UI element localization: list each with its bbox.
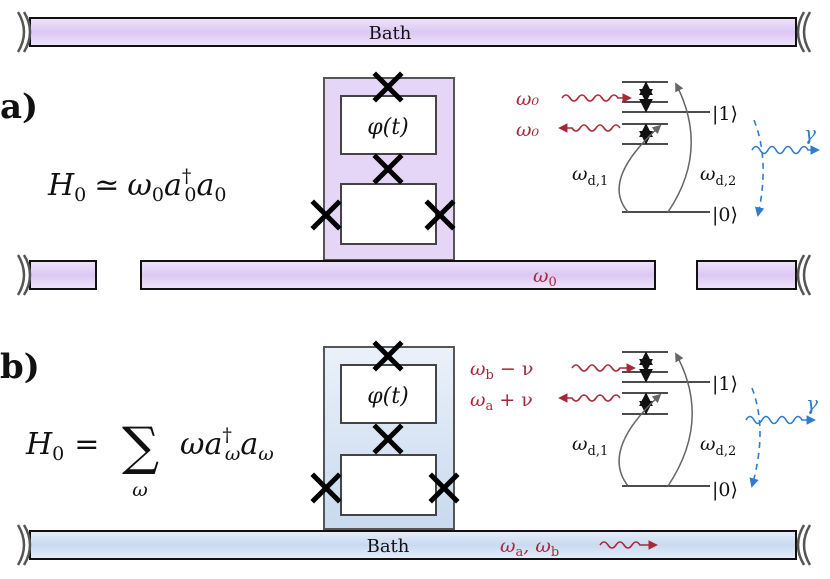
- josephson-junction-icon: [372, 423, 404, 455]
- hamiltonian-b: H0= ∑ ω ωa†ωaω: [25, 417, 274, 501]
- decay-arrow-icon: [753, 119, 765, 217]
- photon-wave-icon: [599, 540, 658, 550]
- drive-1-label: ωd,1: [572, 163, 608, 189]
- josephson-junction-icon: [310, 472, 342, 504]
- panel-label-a: a): [0, 87, 38, 127]
- drive-2-label: ωd,2: [700, 433, 736, 459]
- break-mark-icon: [796, 524, 812, 566]
- bath-modes-label: ωa, ωb: [500, 535, 559, 560]
- bath-label: Bath: [369, 23, 412, 44]
- photon-wave-icon: [561, 93, 632, 103]
- bath-bottom: Bath ωa, ωb: [16, 524, 812, 566]
- decay-rate-label: γ: [804, 121, 816, 145]
- bath-top: Bath: [16, 11, 812, 53]
- level-0-label: |0⟩: [712, 204, 738, 226]
- panel-b: b) H0= ∑ ω ωa†ωaω φ(t): [0, 340, 818, 566]
- photon-wave-icon: [571, 363, 636, 373]
- photon-wave-icon: [558, 123, 621, 133]
- josephson-junction-icon: [372, 340, 404, 372]
- resonator-a: ω0: [16, 254, 812, 296]
- squid-device-a: φ(t): [310, 71, 456, 261]
- photon-wave-icon: [751, 145, 820, 155]
- loop-flux-label: φ(t): [367, 384, 408, 409]
- josephson-junction-icon: [310, 199, 342, 231]
- break-mark-icon: [796, 254, 812, 296]
- josephson-junction-icon: [428, 472, 460, 504]
- break-mark-icon: [796, 11, 812, 53]
- panel-a: Bath a) H0≃ω0a†0a0 φ(t): [0, 11, 820, 296]
- bath-label: Bath: [367, 536, 410, 557]
- decay-arrow-icon: [749, 387, 761, 488]
- photon-wave-icon: [558, 393, 621, 403]
- josephson-junction-icon: [372, 71, 404, 103]
- break-mark-icon: [16, 524, 32, 566]
- photon-wave-icon: [745, 415, 816, 425]
- josephson-junction-icon: [372, 153, 404, 185]
- svg-text:∑: ∑: [122, 417, 159, 477]
- drive-2-label: ωd,2: [700, 163, 736, 189]
- svg-text:ω: ω: [132, 479, 148, 501]
- level-diagram-a: |1⟩ |0⟩ ωd,1 ωd,2 ω₀ ω₀ γ: [516, 81, 820, 226]
- drive-1-label: ωd,1: [572, 433, 608, 459]
- loop-flux-label: φ(t): [367, 115, 408, 140]
- emitted-photon-lower-label: ω₀: [516, 119, 539, 141]
- svg-text:ωa†ωaω: ωa†ωaω: [180, 424, 274, 465]
- hamiltonian-a: H0≃ω0a†0a0: [47, 165, 226, 206]
- resonator-frequency-label: ω0: [533, 265, 557, 290]
- decay-rate-label: γ: [806, 391, 818, 415]
- break-mark-icon: [16, 11, 32, 53]
- level-0-label: |0⟩: [712, 479, 738, 501]
- emitted-photon-upper-label: ωb − ν: [470, 358, 533, 383]
- panel-label-b: b): [0, 347, 40, 387]
- svg-text:H0=: H0=: [25, 427, 99, 465]
- level-1-label: |1⟩: [712, 373, 738, 395]
- break-mark-icon: [16, 254, 32, 296]
- level-1-label: |1⟩: [712, 103, 738, 125]
- emitted-photon-upper-label: ω₀: [516, 88, 539, 110]
- emitted-photon-lower-label: ωa + ν: [470, 389, 533, 414]
- squid-device-b: φ(t): [310, 340, 460, 530]
- level-diagram-b: |1⟩ |0⟩ ωd,1 ωd,2 ωb − ν ωa + ν γ: [470, 351, 818, 501]
- josephson-junction-icon: [424, 199, 456, 231]
